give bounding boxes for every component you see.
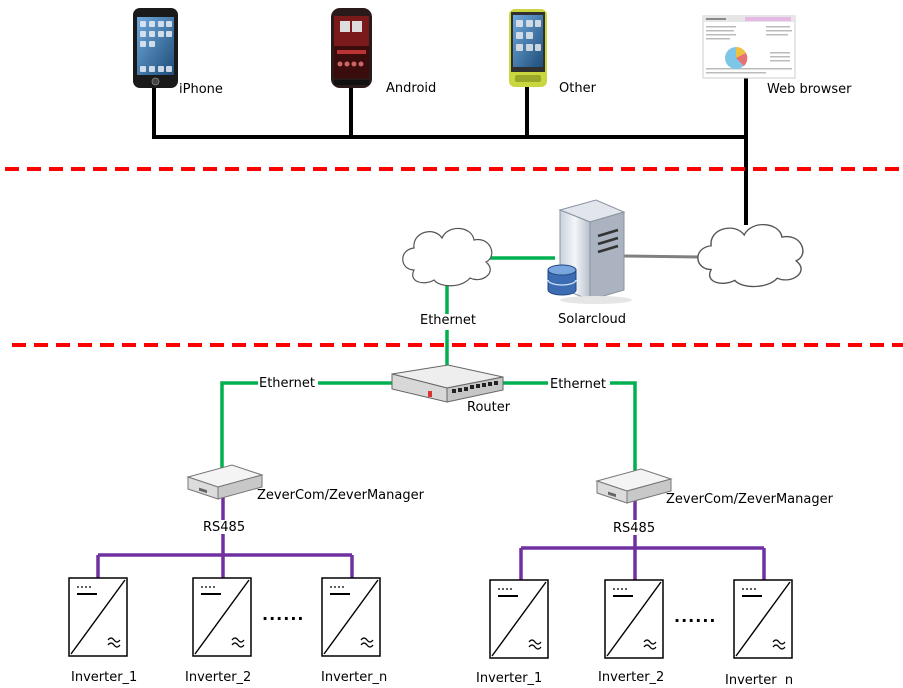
left-inverter-2-icon bbox=[192, 577, 252, 657]
rs485-bus-right bbox=[519, 498, 766, 580]
right-inverter-1-label: Inverter_1 bbox=[476, 671, 543, 686]
left-inverter-2-label: Inverter_2 bbox=[185, 670, 252, 685]
left-cloud-icon bbox=[402, 227, 493, 287]
cloud-links bbox=[445, 254, 701, 368]
right-inverter-n-icon bbox=[733, 579, 793, 659]
right-ellipsis: ...... bbox=[674, 607, 717, 626]
other-label: Other bbox=[559, 81, 596, 96]
left-inverter-n-icon bbox=[321, 577, 381, 657]
left-gateway-icon bbox=[187, 464, 263, 500]
iphone-icon bbox=[133, 8, 178, 88]
iphone-label: iPhone bbox=[179, 82, 223, 97]
right-cloud-icon bbox=[697, 223, 804, 288]
right-gateway-icon bbox=[596, 468, 672, 504]
left-inverter-n-label: Inverter_n bbox=[321, 670, 388, 685]
other-phone-icon bbox=[509, 9, 547, 87]
left-ethernet-label: Ethernet bbox=[259, 376, 315, 391]
android-label: Android bbox=[386, 81, 437, 96]
right-inverter-n-label: Inverter n bbox=[725, 673, 794, 688]
client-bus bbox=[152, 78, 748, 225]
database-icon bbox=[547, 264, 577, 296]
right-gateway-label: ZeverCom/ZeverManager bbox=[666, 492, 833, 507]
ethernet-links bbox=[220, 381, 637, 478]
right-inverter-1-icon bbox=[489, 579, 549, 659]
right-ethernet-label: Ethernet bbox=[550, 377, 606, 392]
web-browser-label: Web browser bbox=[767, 82, 852, 97]
right-inverter-2-icon bbox=[604, 579, 664, 659]
rs485-bus-left bbox=[96, 494, 354, 578]
router-label: Router bbox=[467, 400, 511, 415]
left-inverter-1-label: Inverter_1 bbox=[71, 670, 138, 685]
left-rs485-label: RS485 bbox=[203, 520, 246, 535]
left-gateway-label: ZeverCom/ZeverManager bbox=[257, 488, 424, 503]
right-rs485-label: RS485 bbox=[613, 521, 656, 536]
cloud-uplink-label: Ethernet bbox=[420, 313, 476, 328]
router-icon bbox=[391, 364, 504, 403]
web-browser-icon bbox=[702, 15, 796, 79]
left-inverter-1-icon bbox=[68, 577, 128, 657]
right-inverter-2-label: Inverter_2 bbox=[598, 670, 665, 685]
android-phone-icon bbox=[331, 8, 372, 88]
left-ellipsis: ...... bbox=[262, 605, 305, 624]
solarcloud-label: Solarcloud bbox=[558, 312, 627, 327]
